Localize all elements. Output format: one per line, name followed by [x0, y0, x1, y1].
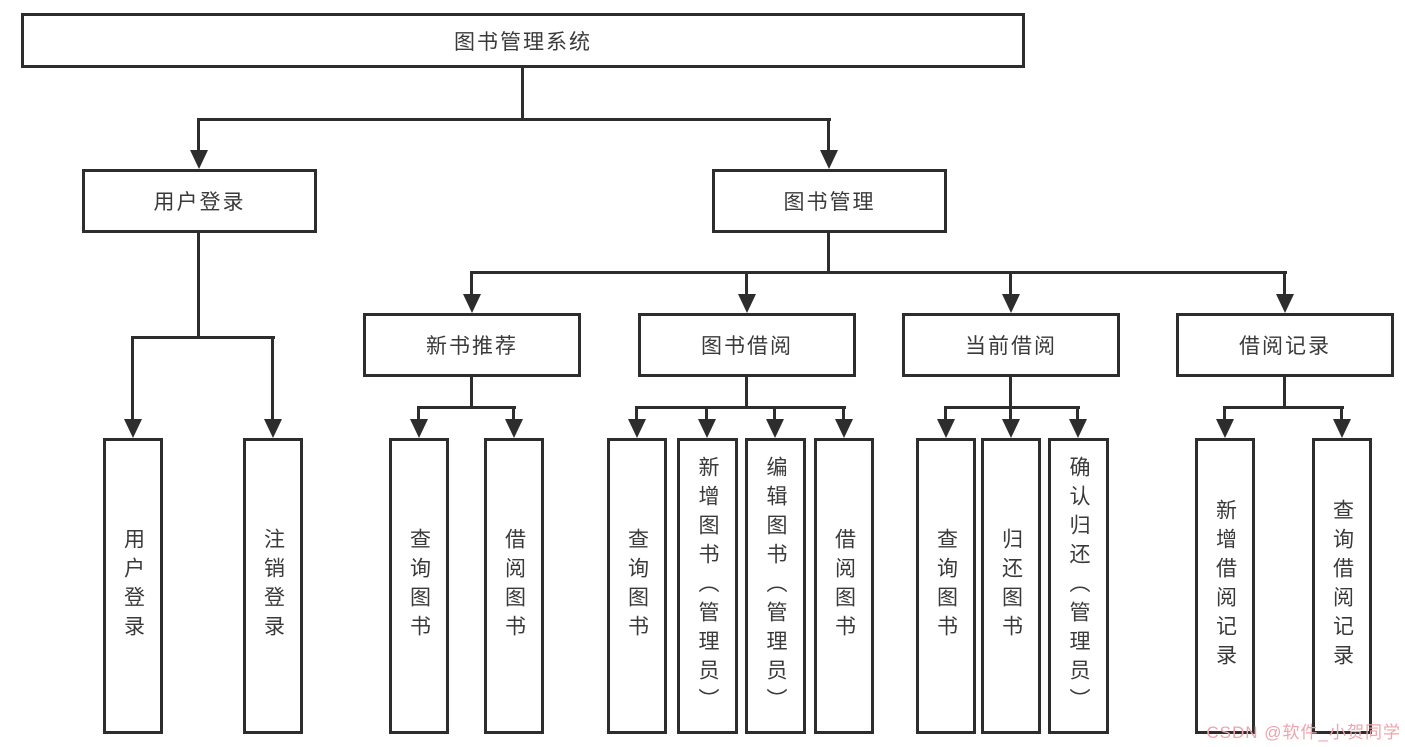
node-root: 图书管理系统: [21, 13, 1025, 68]
node-book-borrowing: 图书借阅: [638, 313, 856, 377]
leaf-cb-query-books: 查询图书: [916, 438, 976, 734]
connector-arrow: [190, 150, 208, 169]
watermark: CSDN @软件_小贺同学: [1206, 723, 1401, 742]
connector-arrow: [628, 419, 646, 438]
connector-vline: [944, 406, 947, 422]
leaf-bb-query-books-label: 查询图书: [625, 528, 649, 644]
connector-arrow: [698, 419, 716, 438]
node-login-label: 用户登录: [153, 191, 246, 214]
connector-vline: [470, 271, 473, 297]
connector-vline: [1340, 406, 1343, 422]
leaf-bb-borrow-books-label: 借阅图书: [832, 528, 856, 644]
node-borrow-records: 借阅记录: [1176, 313, 1394, 377]
connector-arrow: [820, 150, 838, 169]
connector-vline: [773, 406, 776, 422]
connector-arrow: [1216, 419, 1234, 438]
connector-vline: [521, 68, 524, 118]
leaf-cb-return-books: 归还图书: [981, 438, 1041, 734]
leaf-user-login: 用户登录: [103, 438, 163, 734]
leaf-logout: 注销登录: [243, 438, 303, 734]
connector-hline: [944, 406, 1080, 409]
connector-vline: [635, 406, 638, 422]
leaf-cb-return-books-label: 归还图书: [999, 528, 1023, 644]
leaf-bb-edit-books-admin-label: 编辑图书（管理员）: [764, 455, 787, 717]
node-book-management-label: 图书管理: [783, 191, 876, 214]
connector-arrow: [766, 419, 784, 438]
connector-hline: [417, 406, 516, 409]
leaf-bb-edit-books-admin: 编辑图书（管理员）: [745, 438, 806, 734]
connector-arrow: [1333, 419, 1351, 438]
leaf-br-add-record-label: 新增借阅记录: [1213, 499, 1237, 673]
connector-vline: [827, 233, 830, 271]
node-root-label: 图书管理系统: [454, 30, 592, 54]
connector-vline: [1009, 406, 1012, 422]
connector-arrow: [835, 419, 853, 438]
connector-arrow: [1276, 294, 1294, 313]
node-new-book-recommend-label: 新书推荐: [426, 335, 518, 358]
leaf-bb-borrow-books: 借阅图书: [814, 438, 874, 734]
connector-vline: [1076, 406, 1079, 422]
connector-vline: [1283, 271, 1286, 297]
connector-vline: [417, 406, 420, 422]
connector-arrow: [1069, 419, 1087, 438]
leaf-bb-add-books-admin: 新增图书（管理员）: [677, 438, 738, 734]
leaf-nbr-borrow-books: 借阅图书: [484, 438, 544, 734]
leaf-nbr-query-books: 查询图书: [389, 438, 449, 734]
leaf-logout-label: 注销登录: [261, 528, 285, 644]
connector-arrow: [505, 419, 523, 438]
connector-vline: [1223, 406, 1226, 422]
connector-vline: [1283, 377, 1286, 406]
leaf-br-add-record: 新增借阅记录: [1195, 438, 1255, 734]
connector-hline: [131, 336, 275, 339]
connector-vline: [745, 271, 748, 297]
connector-arrow: [1002, 419, 1020, 438]
connector-arrow: [937, 419, 955, 438]
leaf-nbr-borrow-books-label: 借阅图书: [502, 528, 526, 644]
leaf-cb-query-books-label: 查询图书: [934, 528, 958, 644]
leaf-nbr-query-books-label: 查询图书: [407, 528, 431, 644]
connector-vline: [745, 377, 748, 406]
leaf-br-query-record-label: 查询借阅记录: [1330, 499, 1354, 673]
connector-vline: [512, 406, 515, 422]
leaf-bb-add-books-admin-label: 新增图书（管理员）: [696, 455, 719, 717]
node-borrow-records-label: 借阅记录: [1239, 335, 1331, 358]
connector-hline: [197, 118, 831, 121]
connector-hline: [1223, 406, 1344, 409]
node-current-borrowing-label: 当前借阅: [965, 335, 1057, 358]
leaf-cb-confirm-return-admin: 确认归还（管理员）: [1048, 438, 1109, 734]
connector-arrow: [1002, 294, 1020, 313]
connector-vline: [705, 406, 708, 422]
connector-vline: [197, 118, 200, 152]
connector-vline: [470, 377, 473, 406]
connector-vline: [197, 233, 200, 336]
node-login: 用户登录: [82, 169, 317, 233]
connector-hline: [470, 271, 1287, 274]
node-current-borrowing: 当前借阅: [902, 313, 1120, 377]
connector-arrow: [463, 294, 481, 313]
connector-arrow: [264, 419, 282, 438]
node-book-borrowing-label: 图书借阅: [701, 335, 793, 358]
connector-vline: [1009, 377, 1012, 406]
connector-hline: [635, 406, 846, 409]
leaf-bb-query-books: 查询图书: [607, 438, 667, 734]
leaf-br-query-record: 查询借阅记录: [1312, 438, 1372, 734]
node-book-management: 图书管理: [712, 169, 947, 233]
connector-vline: [842, 406, 845, 422]
connector-arrow: [124, 419, 142, 438]
leaf-cb-confirm-return-admin-label: 确认归还（管理员）: [1067, 455, 1090, 717]
connector-arrow: [738, 294, 756, 313]
connector-vline: [131, 336, 134, 422]
connector-vline: [271, 336, 274, 422]
connector-vline: [827, 118, 830, 152]
node-new-book-recommend: 新书推荐: [363, 313, 581, 377]
leaf-user-login-label: 用户登录: [121, 528, 145, 644]
connector-vline: [1009, 271, 1012, 297]
connector-arrow: [410, 419, 428, 438]
